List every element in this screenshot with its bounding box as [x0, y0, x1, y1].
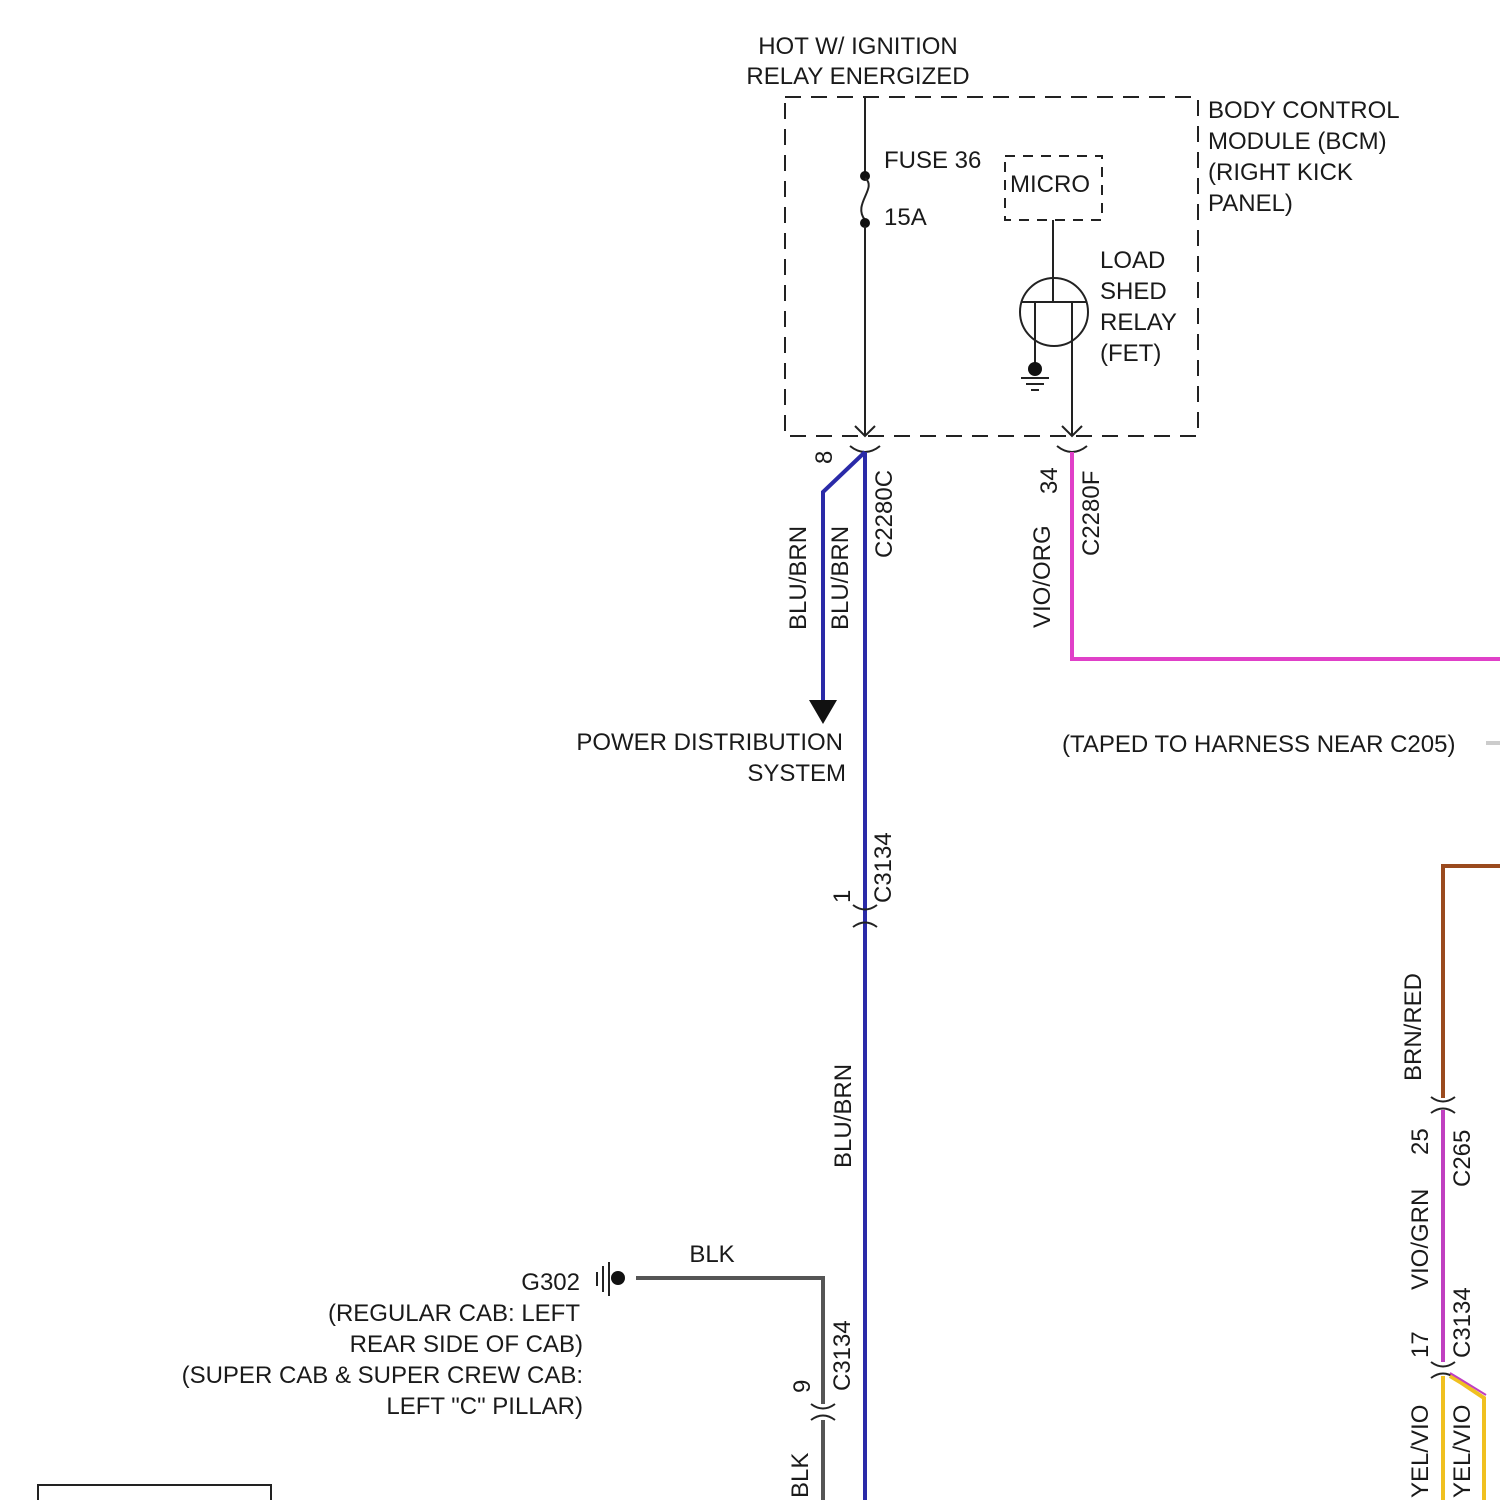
hot-label-line1: HOT W/ IGNITION	[758, 33, 958, 60]
relay-label-line1: LOAD	[1100, 247, 1165, 274]
vio-grn-label: VIO/GRN	[1407, 1189, 1434, 1290]
c2280f-pin: 34	[1036, 467, 1063, 494]
relay-label-line3: RELAY	[1100, 309, 1177, 336]
relay-label-line4: (FET)	[1100, 340, 1161, 367]
c2280c-name: C2280C	[871, 470, 898, 558]
blu-brn-label-branch: BLU/BRN	[785, 526, 812, 630]
g302-location-line3: (SUPER CAB & SUPER CREW CAB:	[182, 1362, 583, 1389]
yel-vio-label-right: YEL/VIO	[1449, 1405, 1476, 1498]
c3134-pin9-connector-top	[811, 1404, 835, 1409]
ground-terminal	[1028, 362, 1042, 376]
blk-label-top: BLK	[689, 1241, 734, 1268]
bcm-label-line3: (RIGHT KICK	[1208, 159, 1353, 186]
g302-location-line1: (REGULAR CAB: LEFT	[328, 1300, 580, 1327]
c2280f-name: C2280F	[1078, 471, 1105, 556]
power-distribution-arrow-icon	[809, 700, 837, 724]
c3134-pin17-connector-top	[1431, 1362, 1455, 1367]
taped-note: (TAPED TO HARNESS NEAR C205)	[1062, 731, 1455, 758]
blu-brn-label-main: BLU/BRN	[827, 526, 854, 630]
hot-label-line2: RELAY ENERGIZED	[746, 63, 969, 90]
g302-location-line2: REAR SIDE OF CAB)	[350, 1331, 583, 1358]
g302-terminal	[611, 1271, 625, 1285]
micro-label: MICRO	[1010, 171, 1090, 198]
c3134-pin1-name: C3134	[870, 832, 897, 903]
c2280c-pin: 8	[811, 451, 838, 464]
partial-component-box	[38, 1485, 271, 1500]
yel-vio-label-left: YEL/VIO	[1407, 1405, 1434, 1498]
c3134-pin17-pin: 17	[1407, 1331, 1434, 1358]
yel-vio-stripe	[1450, 1373, 1486, 1395]
blk-label-lower: BLK	[787, 1453, 814, 1498]
g302-location-line4: LEFT "C" PILLAR)	[386, 1393, 583, 1420]
bcm-label-line1: BODY CONTROL	[1208, 97, 1400, 124]
brn-red-wire	[1443, 866, 1500, 1098]
c3134-pin9-name: C3134	[829, 1320, 856, 1391]
c265-pin: 25	[1407, 1128, 1434, 1155]
c3134-pin9-connector-bottom	[811, 1416, 835, 1421]
bcm-label-line4: PANEL)	[1208, 190, 1293, 217]
c3134-pin1-pin: 1	[829, 890, 856, 903]
brn-red-label: BRN/RED	[1400, 973, 1427, 1081]
c2280f-connector-icon	[1057, 446, 1087, 452]
vio-org-label: VIO/ORG	[1029, 525, 1056, 628]
vio-org-wire	[1072, 452, 1500, 659]
fuse-name: FUSE 36	[884, 147, 981, 174]
c265-name: C265	[1449, 1130, 1476, 1187]
relay-label-line2: SHED	[1100, 278, 1167, 305]
power-distribution-line2: SYSTEM	[747, 760, 846, 787]
blu-brn-label-lower: BLU/BRN	[830, 1064, 857, 1168]
fuse-terminal-top	[860, 171, 870, 181]
c3134-pin17-name: C3134	[1449, 1287, 1476, 1358]
fuse-symbol	[861, 178, 869, 220]
c3134-pin9-pin: 9	[789, 1380, 816, 1393]
fuse-rating: 15A	[884, 204, 927, 231]
c2280c-connector-icon	[850, 446, 880, 452]
g302-label: G302	[521, 1269, 580, 1296]
bcm-label-line2: MODULE (BCM)	[1208, 128, 1387, 155]
power-distribution-line1: POWER DISTRIBUTION	[576, 729, 843, 756]
